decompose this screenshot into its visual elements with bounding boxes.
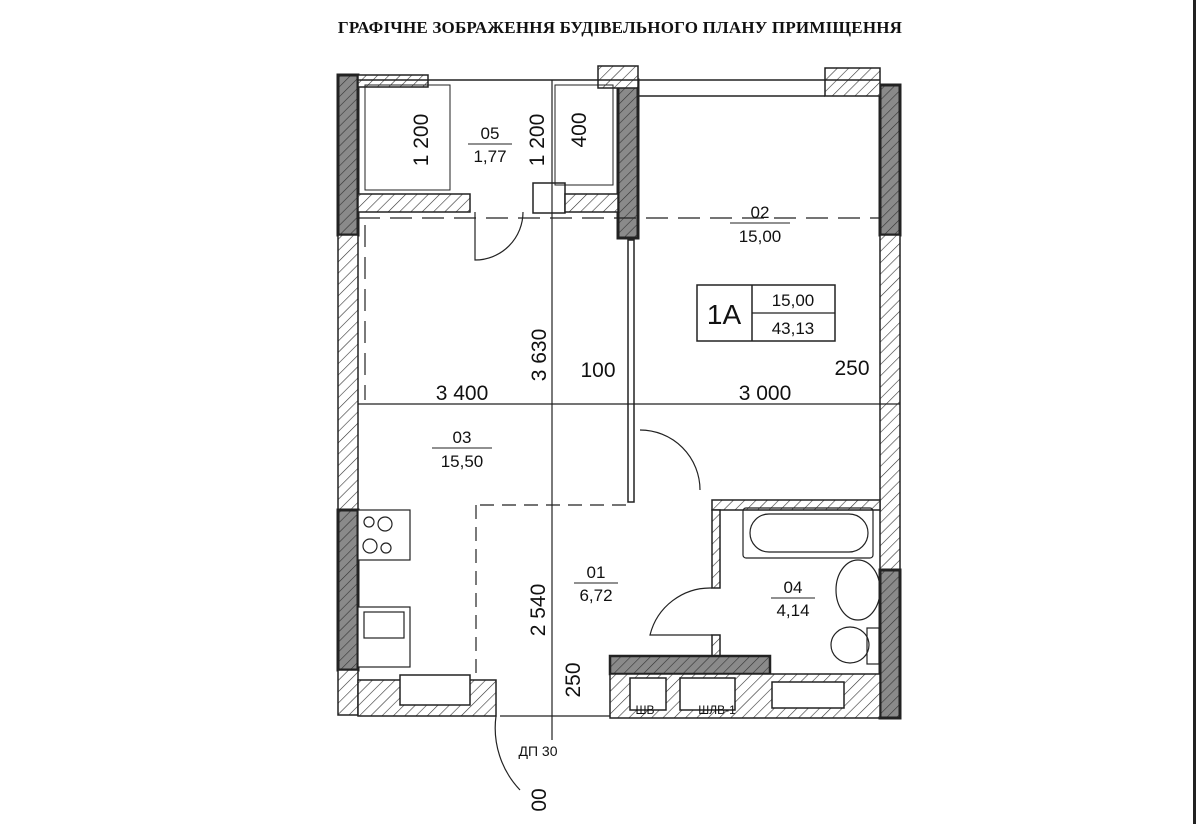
room-01-id: 01	[587, 563, 606, 582]
sink-icon	[357, 606, 411, 668]
room-01-area: 6,72	[579, 586, 612, 605]
page-title: ГРАФІЧНЕ ЗОБРАЖЕННЯ БУДІВЕЛЬНОГО ПЛАНУ П…	[337, 18, 903, 37]
dim-balcony-right: 400	[568, 112, 591, 147]
page-edge	[1193, 0, 1196, 824]
apartment-living-area: 15,00	[772, 291, 815, 310]
door-icon	[639, 429, 701, 491]
washbasin-icon	[835, 559, 881, 621]
shaft-label: ШЛВ-1	[698, 703, 736, 717]
dim-balcony-left: 1 200	[410, 114, 433, 167]
room-04-id: 04	[784, 578, 803, 597]
room-04-area: 4,14	[776, 601, 809, 620]
dim-balcony-mid: 1 200	[526, 114, 549, 167]
dimension-lines	[358, 80, 900, 740]
dim-partition: 100	[580, 359, 615, 382]
door-icon	[474, 211, 524, 261]
dim-room-width: 3 000	[739, 382, 792, 405]
room-05-id: 05	[481, 124, 500, 143]
dim-wall-right: 250	[834, 357, 869, 380]
room-02-area: 15,00	[739, 227, 782, 246]
room-05-area: 1,77	[473, 147, 506, 166]
dim-kitchen-width: 3 400	[436, 382, 489, 405]
dim-below: 00	[528, 788, 551, 811]
shaft-label: ШВ	[635, 703, 654, 717]
room-02-id: 02	[751, 203, 770, 222]
walls	[336, 65, 902, 720]
room-03-area: 15,50	[441, 452, 484, 471]
door-icon	[649, 587, 713, 636]
apartment-number: 1A	[707, 299, 742, 330]
fixtures	[357, 211, 881, 791]
bathtub-icon	[742, 507, 874, 559]
entrance-door-icon	[494, 715, 521, 791]
dim-wall-bottom: 250	[562, 662, 585, 697]
door-label: ДП 30	[518, 743, 557, 759]
toilet-icon	[830, 626, 870, 664]
dim-hall-depth: 2 540	[527, 584, 550, 637]
room-03-id: 03	[453, 428, 472, 447]
dim-kitchen-depth: 3 630	[528, 329, 551, 382]
apartment-box: 1A 15,00 43,13	[696, 284, 836, 342]
apartment-total-area: 43,13	[772, 319, 815, 338]
